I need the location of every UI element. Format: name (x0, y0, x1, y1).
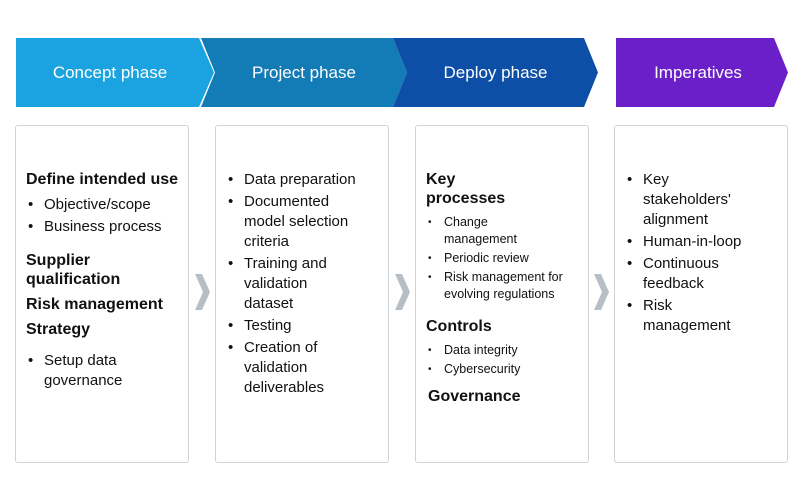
list-item: Setup data governance (26, 351, 156, 391)
list-item: Data integrity (426, 342, 584, 359)
list-item: Risk management (625, 296, 743, 336)
list-item: Documented model selection criteria (226, 192, 370, 252)
strategy-heading: Strategy (26, 321, 91, 338)
key-processes-list: Change management Periodic review Risk m… (426, 214, 584, 303)
governance-heading: Governance (428, 388, 521, 405)
list-item: Creation of validation deliverables (226, 338, 344, 398)
chevron-right-icon (594, 274, 609, 310)
banner-concept-phase: Concept phase (16, 38, 214, 107)
banner-imperatives-label: Imperatives (654, 63, 742, 82)
banner-imperatives-shape (616, 38, 788, 107)
banner-project-phase: Project phase (201, 38, 407, 107)
imperatives-list: Key stakeholders' alignment Human-in-loo… (625, 170, 765, 336)
list-item: Change management (426, 214, 534, 248)
controls-heading: Controls (426, 318, 492, 335)
list-item: Testing (226, 316, 384, 336)
banner-deploy-shape (393, 38, 598, 107)
supplier-heading: Supplier qualification (26, 252, 121, 288)
key-processes-heading: Key processes (426, 171, 506, 207)
banner-deploy-label: Deploy phase (443, 63, 548, 82)
list-item: Training and validation dataset (226, 254, 354, 314)
chevron-right-icon (395, 274, 410, 310)
risk-heading: Risk management (26, 296, 163, 313)
banner-project-shape (201, 38, 407, 107)
setup-list: Setup data governance (26, 351, 156, 391)
list-item: Periodic review (426, 250, 584, 267)
card-deploy: Key processes Change management Periodic… (415, 125, 589, 463)
list-item: Continuous feedback (625, 254, 743, 294)
banner-concept-label: Concept phase (52, 63, 168, 82)
banner-concept-shape (16, 38, 214, 107)
card-project: Data preparation Documented model select… (215, 125, 389, 463)
list-item: Key stakeholders' alignment (625, 170, 743, 230)
list-item: Business process (26, 217, 186, 237)
define-list: Objective/scope Business process (26, 195, 186, 237)
banner-deploy-phase: Deploy phase (393, 38, 598, 107)
banner-project-label: Project phase (252, 63, 356, 82)
controls-list: Data integrity Cybersecurity (426, 342, 584, 378)
card-concept: Define intended use Objective/scope Busi… (15, 125, 189, 463)
list-item: Data preparation (226, 170, 384, 190)
card-imperatives: Key stakeholders' alignment Human-in-loo… (614, 125, 788, 463)
banner-imperatives: Imperatives (616, 38, 788, 107)
list-item: Human-in-loop (625, 232, 765, 252)
list-item: Objective/scope (26, 195, 186, 215)
define-heading: Define intended use (26, 171, 179, 188)
chevron-right-icon (195, 274, 210, 310)
list-item: Risk management for evolving regulations (426, 269, 584, 303)
project-list: Data preparation Documented model select… (226, 170, 384, 398)
list-item: Cybersecurity (426, 361, 584, 378)
